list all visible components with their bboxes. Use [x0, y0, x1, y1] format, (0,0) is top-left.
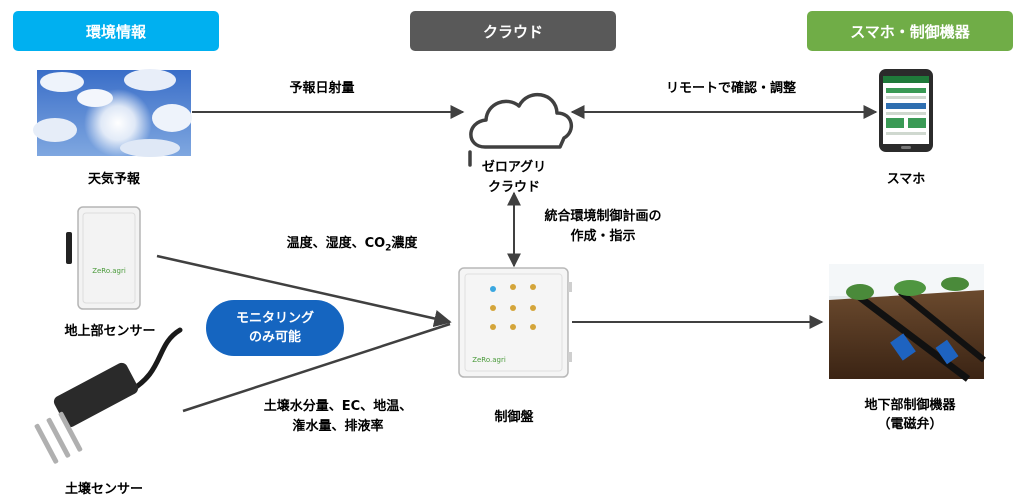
- header-environment-label: 環境情報: [85, 22, 146, 41]
- edge-label-plan-line1: 統合環境制御計画の: [544, 209, 662, 224]
- monitoring-only-line1: モニタリング: [235, 311, 314, 326]
- edge-label-air-sub: 2: [385, 243, 392, 254]
- weather-photo: [33, 69, 192, 157]
- edge-label-soil: 土壌水分量、EC、地温、 潅水量、排液率: [238, 397, 438, 437]
- header-cloud: クラウド: [410, 11, 616, 51]
- ground-sensor-device: ZeRo.agri: [66, 206, 141, 310]
- label-underground-line2: （電磁弁）: [877, 417, 943, 432]
- label-soil-sensor: 土壌センサー: [64, 482, 143, 497]
- edge-label-plan-line2: 作成・指示: [570, 229, 636, 244]
- label-smartphone: スマホ: [886, 172, 926, 187]
- label-weather: 天気予報: [87, 172, 140, 187]
- label-underground-line1: 地下部制御機器: [864, 398, 956, 413]
- edge-label-soil-line2: 潅水量、排液率: [292, 419, 384, 434]
- smartphone-icon: [879, 69, 933, 152]
- control-panel-logo: ZeRo.agri: [472, 356, 506, 364]
- underground-photo: [829, 264, 986, 382]
- label-underground: 地下部制御機器 （電磁弁）: [840, 396, 980, 434]
- edge-label-forecast: 予報日射量: [289, 81, 355, 96]
- cloud-icon: [469, 92, 574, 149]
- header-smartphone-label: スマホ・制御機器: [850, 22, 970, 41]
- label-cloud-line2: クラウド: [487, 180, 540, 195]
- monitoring-only-line2: のみ可能: [248, 330, 301, 345]
- label-ground-sensor: 地上部センサー: [64, 324, 156, 339]
- monitoring-only-badge: モニタリング のみ可能: [206, 300, 344, 356]
- soil-sensor-device: [34, 327, 183, 464]
- label-cloud-line1: ゼロアグリ: [481, 160, 547, 175]
- header-smartphone: スマホ・制御機器: [807, 11, 1013, 51]
- header-cloud-label: クラウド: [482, 22, 543, 41]
- edge-label-air-suffix: 濃度: [391, 236, 418, 251]
- label-control-panel: 制御盤: [494, 410, 534, 425]
- edge-label-air-prefix: 温度、湿度、CO: [286, 236, 386, 251]
- edge-label-air: 温度、湿度、CO2濃度: [252, 234, 452, 259]
- edge-label-soil-line1: 土壌水分量、EC、地温、: [263, 399, 413, 414]
- arrow-air: [156, 254, 452, 328]
- arrow-soil: [182, 322, 451, 413]
- control-panel-device: ZeRo.agri: [458, 267, 572, 378]
- ground-sensor-logo: ZeRo.agri: [92, 267, 126, 275]
- header-environment: 環境情報: [13, 11, 219, 51]
- edge-label-plan: 統合環境制御計画の 作成・指示: [530, 207, 676, 247]
- label-cloud: ゼロアグリ クラウド: [454, 158, 574, 198]
- edge-label-remote: リモートで確認・調整: [665, 81, 796, 96]
